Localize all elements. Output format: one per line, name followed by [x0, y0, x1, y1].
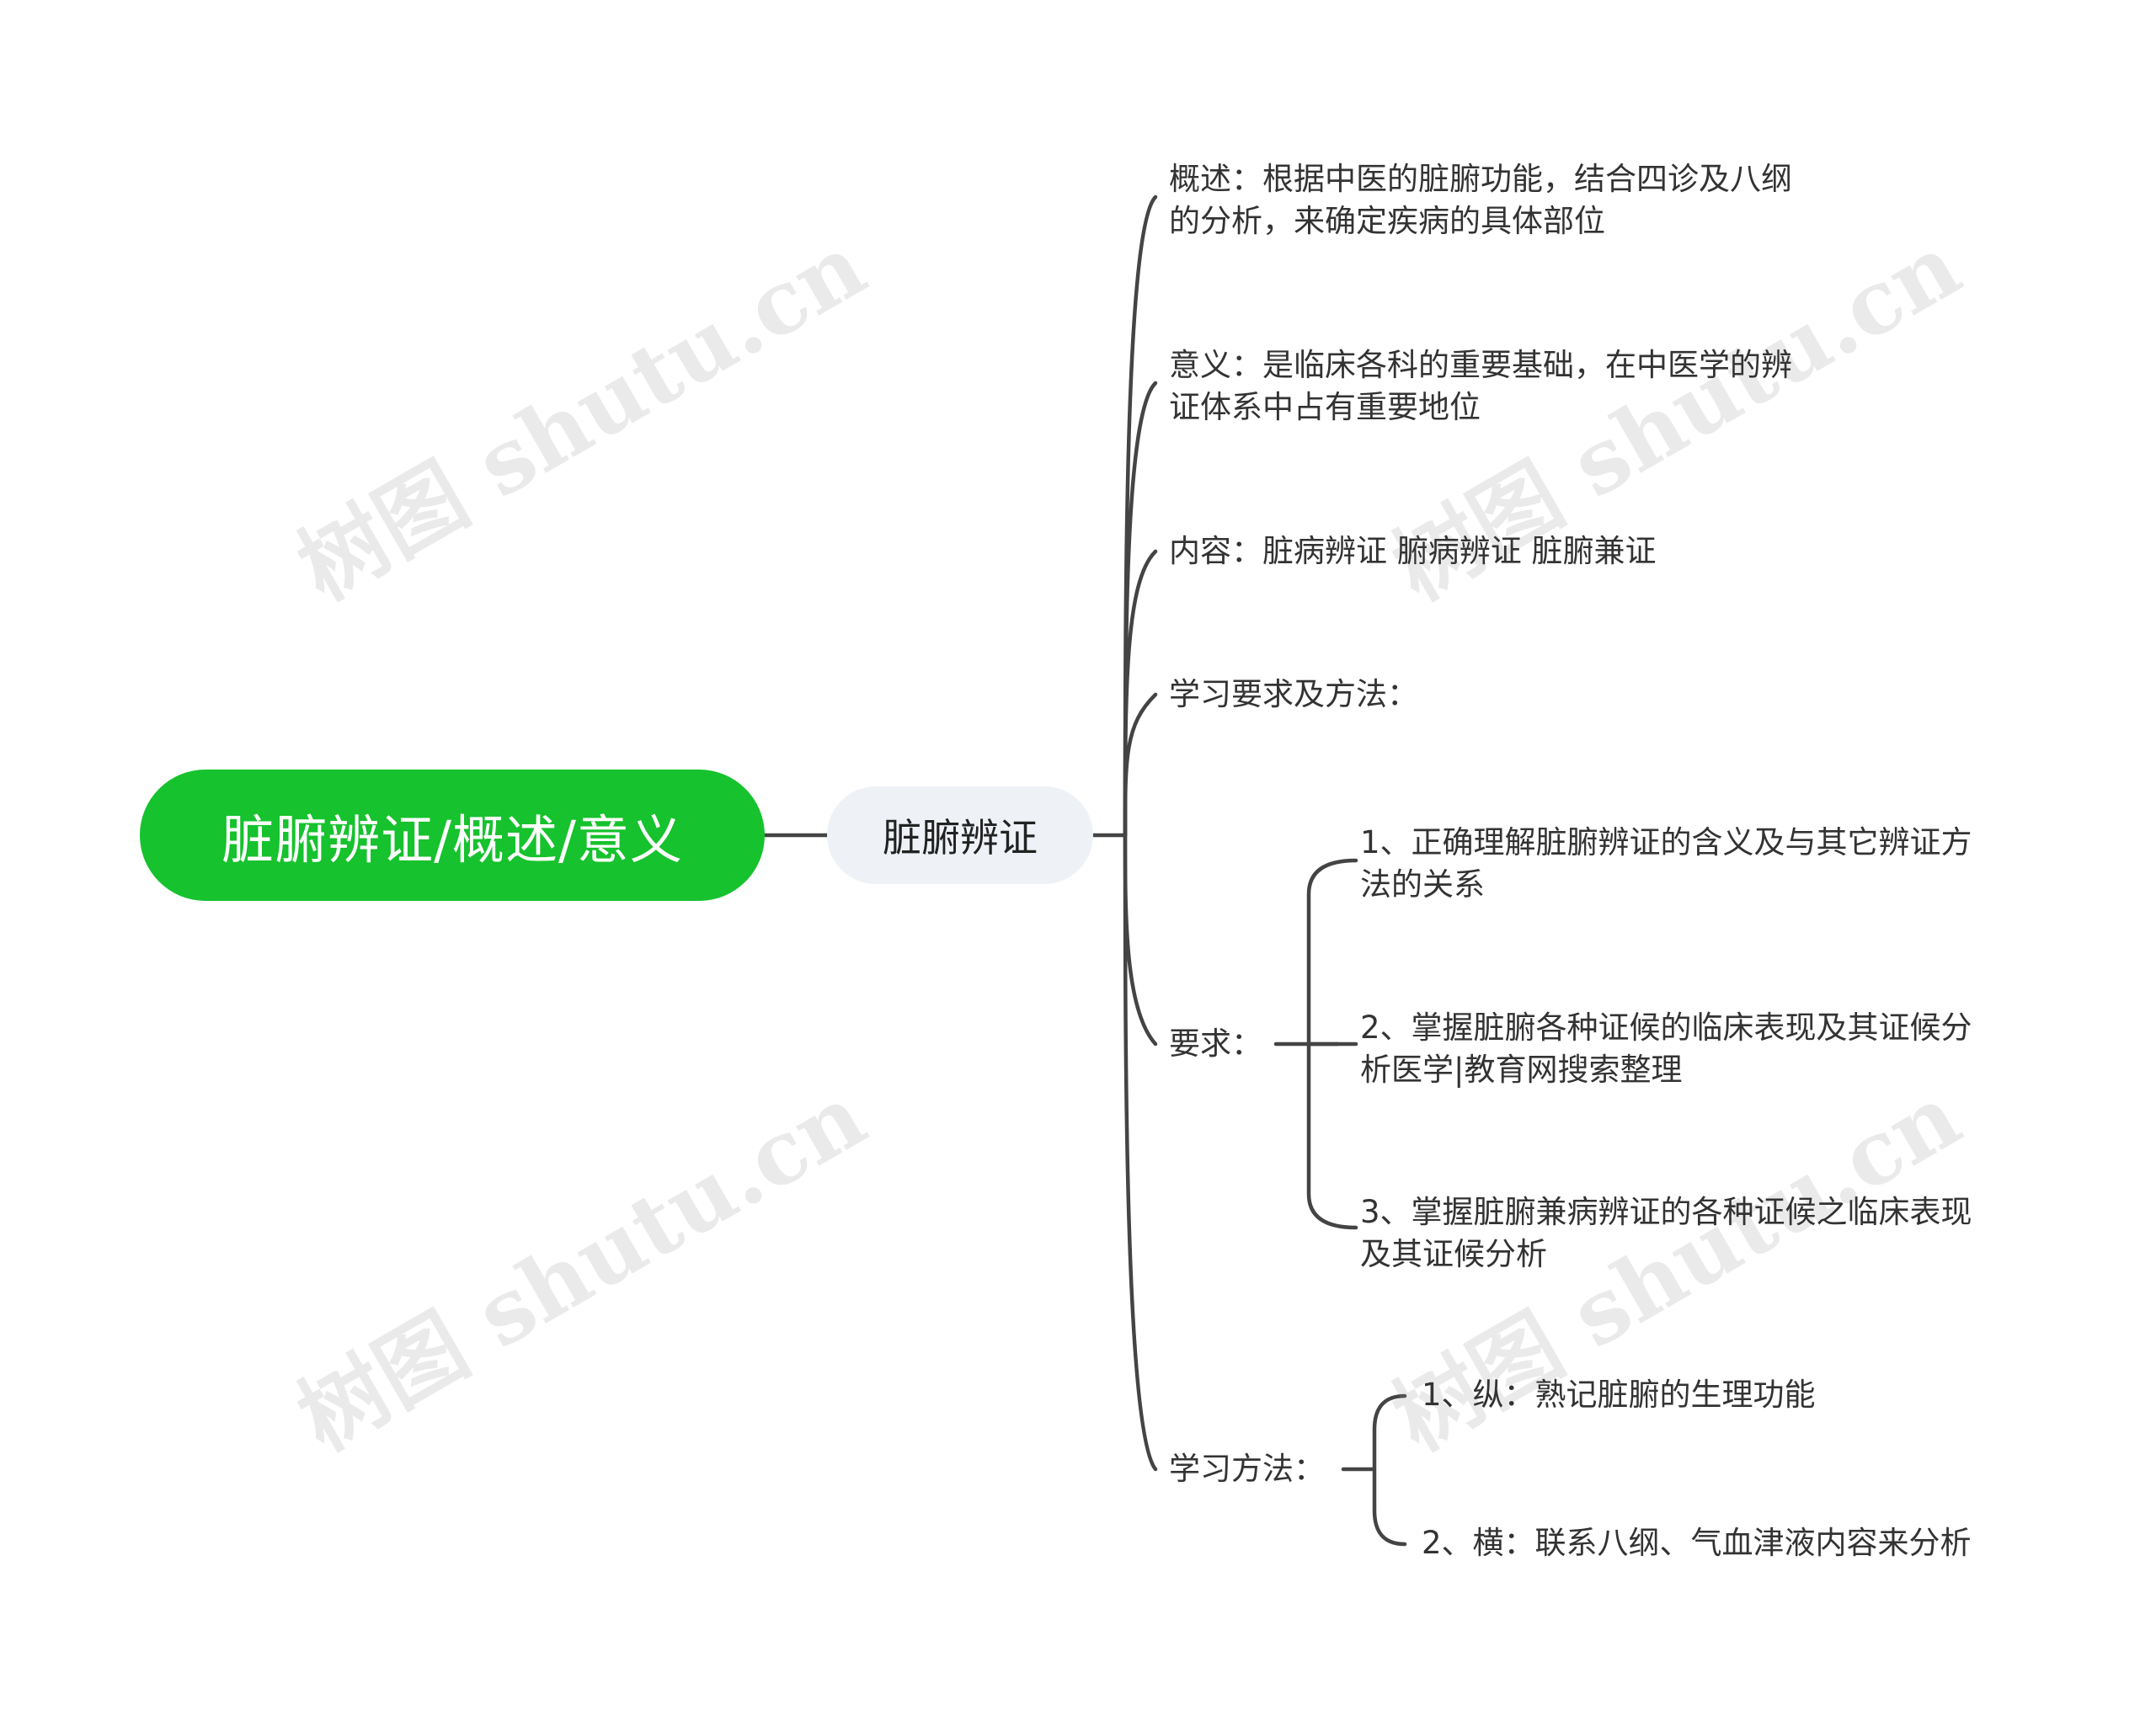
branch-significance-line2: 证体系中占有重要地位	[1169, 389, 1481, 425]
method-item[interactable]: 2、横：联系八纲、气血津液内容来分析	[1422, 1522, 1972, 1564]
main-topic-node[interactable]: 脏腑辨证	[827, 786, 1093, 884]
branch-significance-line1: 意义：是临床各科的重要基础，在中医学的辨	[1169, 347, 1792, 383]
requirement-item[interactable]: 2、掌握脏腑各种证候的临床表现及其证候分 析医学|教育网搜索整理	[1360, 1007, 1972, 1091]
requirement-item-line1: 2、掌握脏腑各种证候的临床表现及其证候分	[1360, 1009, 1972, 1046]
branch-content[interactable]: 内容：脏病辨证 腑病辨证 脏腑兼证	[1169, 530, 1657, 573]
connector-branch-content	[1123, 549, 1158, 838]
method-item[interactable]: 1、纵：熟记脏腑的生理功能	[1422, 1374, 1816, 1416]
branch-overview[interactable]: 概述：根据中医的脏腑功能，结合四诊及八纲 的分析，来确定疾病的具体部位	[1169, 158, 1792, 242]
branch-overview-line1: 概述：根据中医的脏腑功能，结合四诊及八纲	[1169, 161, 1792, 197]
branch-methods-line1: 学习方法：	[1169, 1451, 1325, 1487]
requirement-item-line2: 法的关系	[1360, 866, 1485, 903]
branch-overview-line2: 的分析，来确定疾病的具体部位	[1169, 203, 1605, 239]
requirement-item-line2: 析医学|教育网搜索整理	[1360, 1052, 1683, 1088]
method-item-line1: 1、纵：熟记脏腑的生理功能	[1422, 1377, 1816, 1413]
requirement-item[interactable]: 3、掌握脏腑兼病辨证的各种证候之临床表现 及其证候分析	[1360, 1191, 1972, 1276]
requirement-item-line1: 1、正确理解脏腑辨证的含义及与其它辨证方	[1360, 824, 1972, 860]
branch-study-requirements-methods[interactable]: 学习要求及方法：	[1169, 674, 1418, 716]
branch-content-line1: 内容：脏病辨证 腑病辨证 脏腑兼证	[1169, 533, 1657, 569]
connector-branch-methods	[1123, 833, 1158, 1472]
branch-significance[interactable]: 意义：是临床各科的重要基础，在中医学的辨 证体系中占有重要地位	[1169, 344, 1792, 429]
branch-requirements-line1: 要求：	[1169, 1025, 1262, 1062]
branch-requirements[interactable]: 要求：	[1169, 1023, 1262, 1065]
method-item-line1: 2、横：联系八纲、气血津液内容来分析	[1422, 1525, 1972, 1561]
connector-method-bracket	[1372, 1393, 1407, 1547]
requirement-item-line2: 及其证候分析	[1360, 1236, 1547, 1272]
requirement-item-line1: 3、掌握脏腑兼病辨证的各种证候之临床表现	[1360, 1194, 1972, 1230]
branch-study-line1: 学习要求及方法：	[1169, 676, 1418, 712]
root-node[interactable]: 脏腑辨证/概述/意义	[140, 770, 765, 901]
connector-branch-study	[1123, 692, 1158, 838]
branch-methods[interactable]: 学习方法：	[1169, 1448, 1325, 1490]
connector-branch-requirements	[1123, 833, 1158, 1047]
requirement-item[interactable]: 1、正确理解脏腑辨证的含义及与其它辨证方 法的关系	[1360, 822, 1972, 906]
